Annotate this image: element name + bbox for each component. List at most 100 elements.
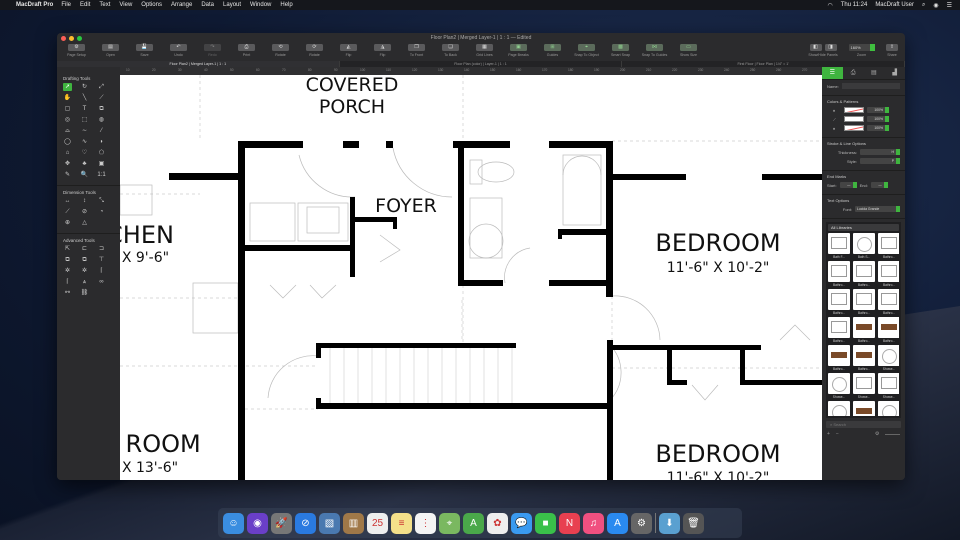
print-button[interactable]: ⎙Print (230, 44, 263, 61)
save-button[interactable]: 💾Save (128, 44, 161, 61)
library-item[interactable]: Bath F... (828, 233, 850, 259)
inspector-tab[interactable]: ▤ (871, 70, 877, 76)
library-item[interactable]: Showe... (878, 345, 899, 371)
drafting-tool-icon[interactable]: ◍ (98, 117, 105, 123)
dock-messages-icon[interactable]: 💬 (511, 512, 532, 534)
dock-photos-icon[interactable]: ✿ (487, 512, 508, 534)
spotlight-icon[interactable]: ⌕ (921, 1, 926, 8)
advanced-tool-icon[interactable]: ✲ (64, 268, 71, 274)
close-button[interactable] (61, 36, 66, 41)
advanced-tool-icon[interactable]: ⛓ (80, 290, 89, 296)
drafting-tool-icon[interactable]: ⌓ (65, 128, 70, 134)
drafting-tool-icon[interactable]: ∿ (81, 139, 88, 145)
dock-news-icon[interactable]: N (559, 512, 580, 534)
advanced-tool-icon[interactable]: ⊐ (98, 246, 105, 252)
menu-help[interactable]: Help (280, 2, 293, 8)
siri-icon[interactable]: ◉ (933, 2, 939, 9)
add-icon[interactable]: + (827, 431, 830, 437)
thumbnail-size-slider[interactable] (885, 434, 900, 435)
dock-finder-icon[interactable]: ☺ (223, 512, 244, 534)
smart-snap-button[interactable]: ▩Smart Snap (604, 44, 637, 61)
drafting-tool-icon[interactable]: ╲ (82, 95, 87, 101)
advanced-tool-icon[interactable]: ⌈ (100, 268, 103, 274)
drafting-tool-icon[interactable]: ✋ (63, 95, 72, 101)
dock-launchpad-icon[interactable]: 🚀 (271, 512, 292, 534)
advanced-tool-icon[interactable]: ⊤ (98, 257, 105, 263)
dimension-tool-icon[interactable]: ⊘ (81, 209, 88, 215)
drafting-tool-icon[interactable]: ✎ (64, 172, 71, 178)
dock-maps-icon[interactable]: ⌖ (439, 512, 460, 534)
rotate-button[interactable]: ⟳Rotate (298, 44, 331, 61)
advanced-tool-icon[interactable]: ∞ (99, 279, 104, 285)
drafting-tool-icon[interactable]: ◎ (64, 117, 71, 123)
dimension-tool-icon[interactable]: △ (82, 220, 87, 226)
app-menu[interactable]: MacDraft Pro (16, 2, 54, 8)
document-tab[interactable]: First Floor | Floor Plan | 1/4" = 1' (622, 61, 905, 67)
dock-app-store-icon[interactable]: A (607, 512, 628, 534)
drafting-tool-icon[interactable]: 🔍 (80, 172, 89, 178)
drafting-tool-icon[interactable]: ◯ (64, 139, 71, 145)
menu-window[interactable]: Window (250, 2, 272, 8)
dimension-tool-icon[interactable]: ↕ (83, 198, 86, 204)
user-menu[interactable]: MacDraft User (875, 2, 914, 8)
drafting-tool-icon[interactable]: ⧉ (99, 106, 104, 112)
menu-text[interactable]: Text (99, 2, 111, 8)
floor-plan[interactable]: COVEREDPORCHFOYERCHEN" X 9'-6"BEDROOM11'… (120, 75, 822, 480)
dimension-tool-icon[interactable]: ⟋ (65, 209, 70, 215)
dock-facetime-icon[interactable]: ■ (535, 512, 556, 534)
page-breaks-button[interactable]: ▣Page Breaks (502, 44, 535, 61)
pen-opacity[interactable]: 100% (867, 116, 889, 122)
fill-opacity[interactable]: 100% (867, 107, 889, 113)
dock-preview-icon[interactable]: ▧ (319, 512, 340, 534)
library-item[interactable]: Bathro... (853, 345, 875, 371)
dock-macdraft-icon[interactable]: A (463, 512, 484, 534)
start-mark-select[interactable]: — (839, 182, 857, 188)
guides-button[interactable]: ⊞Guides (536, 44, 569, 61)
share-button[interactable]: ⇧Share (886, 44, 898, 57)
menu-layout[interactable]: Layout (223, 2, 242, 8)
dock-trash-icon[interactable]: 🗑 (683, 512, 704, 534)
library-item[interactable]: Bathro... (828, 289, 850, 315)
to-front-button[interactable]: ❐To Front (400, 44, 433, 61)
snap-to-object-button[interactable]: ⌖Snap To Object (570, 44, 603, 61)
drafting-tool-icon[interactable]: ▣ (98, 161, 105, 167)
advanced-tool-icon[interactable]: ⧉ (82, 257, 87, 263)
inspector-tab[interactable]: ⎙ (850, 70, 856, 76)
rotate-button[interactable]: ⟲Rotate (264, 44, 297, 61)
zoom-control[interactable]: 160%Zoom (845, 44, 878, 57)
grid-lines-button[interactable]: ▦Grid Lines (468, 44, 501, 61)
library-item[interactable]: Bathro... (853, 317, 875, 343)
drafting-tool-icon[interactable]: ➚ (63, 83, 72, 91)
flip-button[interactable]: ◭Flip (332, 44, 365, 61)
document-tab[interactable]: Floor Plan2 | Merged Layer-1 | 1 : 1 (57, 61, 340, 67)
drafting-tool-icon[interactable]: ↻ (81, 84, 88, 90)
menu-arrange[interactable]: Arrange (170, 2, 193, 8)
drafting-tool-icon[interactable]: ♣ (82, 161, 87, 167)
library-item[interactable]: Bath S... (853, 233, 875, 259)
font-select[interactable]: Lucida Grande (855, 206, 900, 212)
advanced-tool-icon[interactable]: ⚯ (64, 290, 71, 296)
dimension-tool-icon[interactable]: ⤡ (99, 198, 104, 204)
drafting-tool-icon[interactable]: ▢ (64, 106, 71, 112)
gear-icon[interactable]: ⚙ (874, 431, 880, 437)
menu-data[interactable]: Data (201, 2, 215, 8)
show-hide-panels-button[interactable]: ◧◨Show/Hide Panels (808, 44, 838, 57)
minimize-button[interactable] (69, 36, 74, 41)
clock[interactable]: Thu 11:24 (840, 2, 868, 8)
name-input[interactable] (841, 83, 900, 89)
redo-button[interactable]: ↷Redo (196, 44, 229, 61)
dimension-tool-icon[interactable]: ↔ (64, 198, 71, 204)
notification-center-icon[interactable]: ☰ (946, 2, 952, 9)
advanced-tool-icon[interactable]: ⊏ (81, 246, 88, 252)
library-item[interactable]: Bathro... (853, 261, 875, 287)
dock-contacts-icon[interactable]: ▥ (343, 512, 364, 534)
to-back-button[interactable]: ❏To Back (434, 44, 467, 61)
advanced-tool-icon[interactable]: ⇱ (64, 246, 71, 252)
library-select[interactable]: All Libraries (828, 224, 899, 231)
drafting-tool-icon[interactable]: ◗ (99, 139, 104, 145)
drafting-tool-icon[interactable]: ♡ (81, 150, 88, 156)
drafting-tool-icon[interactable]: T (82, 106, 87, 112)
wifi-icon[interactable]: ◠ (827, 2, 833, 9)
drafting-tool-icon[interactable]: ⬚ (81, 117, 88, 123)
zoom-button[interactable] (77, 36, 82, 41)
